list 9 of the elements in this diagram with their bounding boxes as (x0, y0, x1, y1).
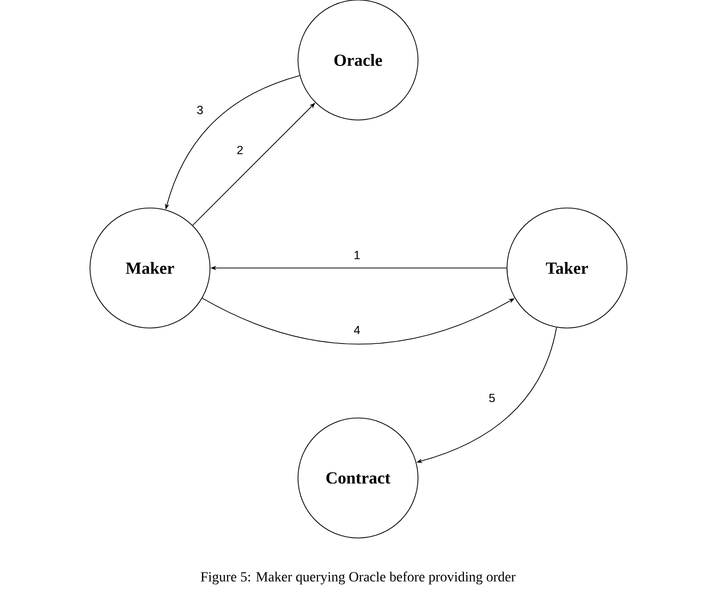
edge-label: 2 (236, 144, 244, 156)
circle-node: Contract (298, 418, 418, 538)
edge-label: 3 (196, 104, 204, 116)
edge-label: 5 (488, 392, 496, 404)
circle-node: Taker (506, 208, 628, 328)
edge-label: 1 (352, 250, 362, 260)
edge-label: 4 (352, 324, 362, 336)
circle-node: Maker (90, 208, 210, 328)
figure-caption: Figure 5: Maker querying Oracle before providing order (200, 572, 516, 584)
